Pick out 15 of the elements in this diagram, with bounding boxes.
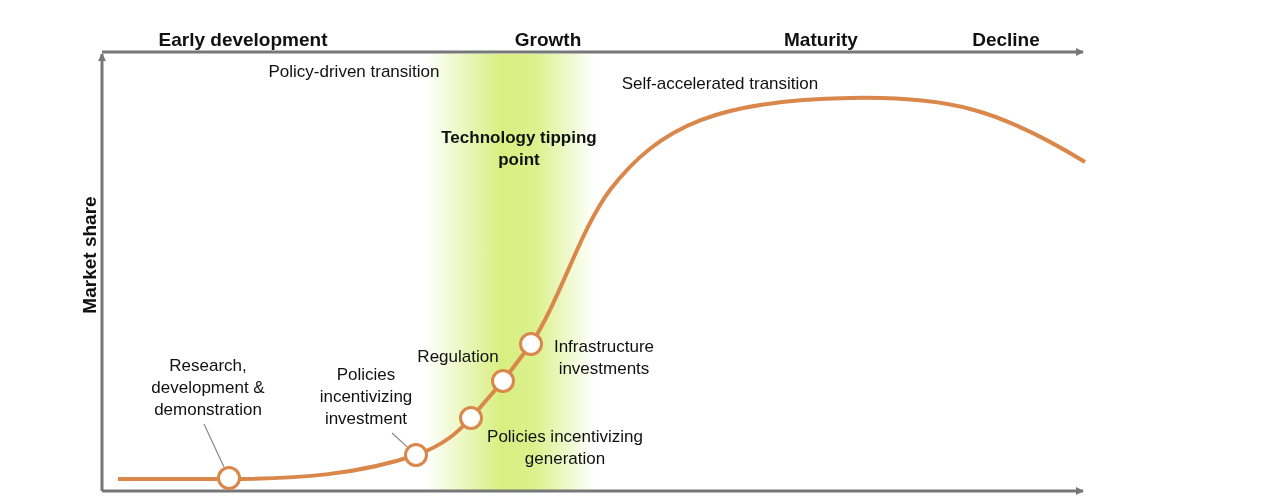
annotation-text: Infrastructure investments <box>552 336 656 380</box>
milestone-circle <box>404 443 428 467</box>
leader-line <box>391 432 408 448</box>
phase-heading: Decline <box>971 29 1041 51</box>
phase-heading: Growth <box>513 29 583 51</box>
phase-note: Self-accelerated transition <box>620 73 820 95</box>
annotation-text: Research, development & demonstration <box>123 355 293 421</box>
milestone-circle <box>217 466 241 490</box>
annotation-text: Policies incentivizing generation <box>486 426 644 470</box>
leader-line <box>203 423 225 468</box>
axis-title: Market share <box>79 195 101 316</box>
tipping-point-label: Technology tipping point <box>440 127 598 171</box>
phase-heading: Early development <box>157 29 329 51</box>
phase-heading: Maturity <box>783 29 859 51</box>
phase-note: Policy-driven transition <box>267 61 441 83</box>
